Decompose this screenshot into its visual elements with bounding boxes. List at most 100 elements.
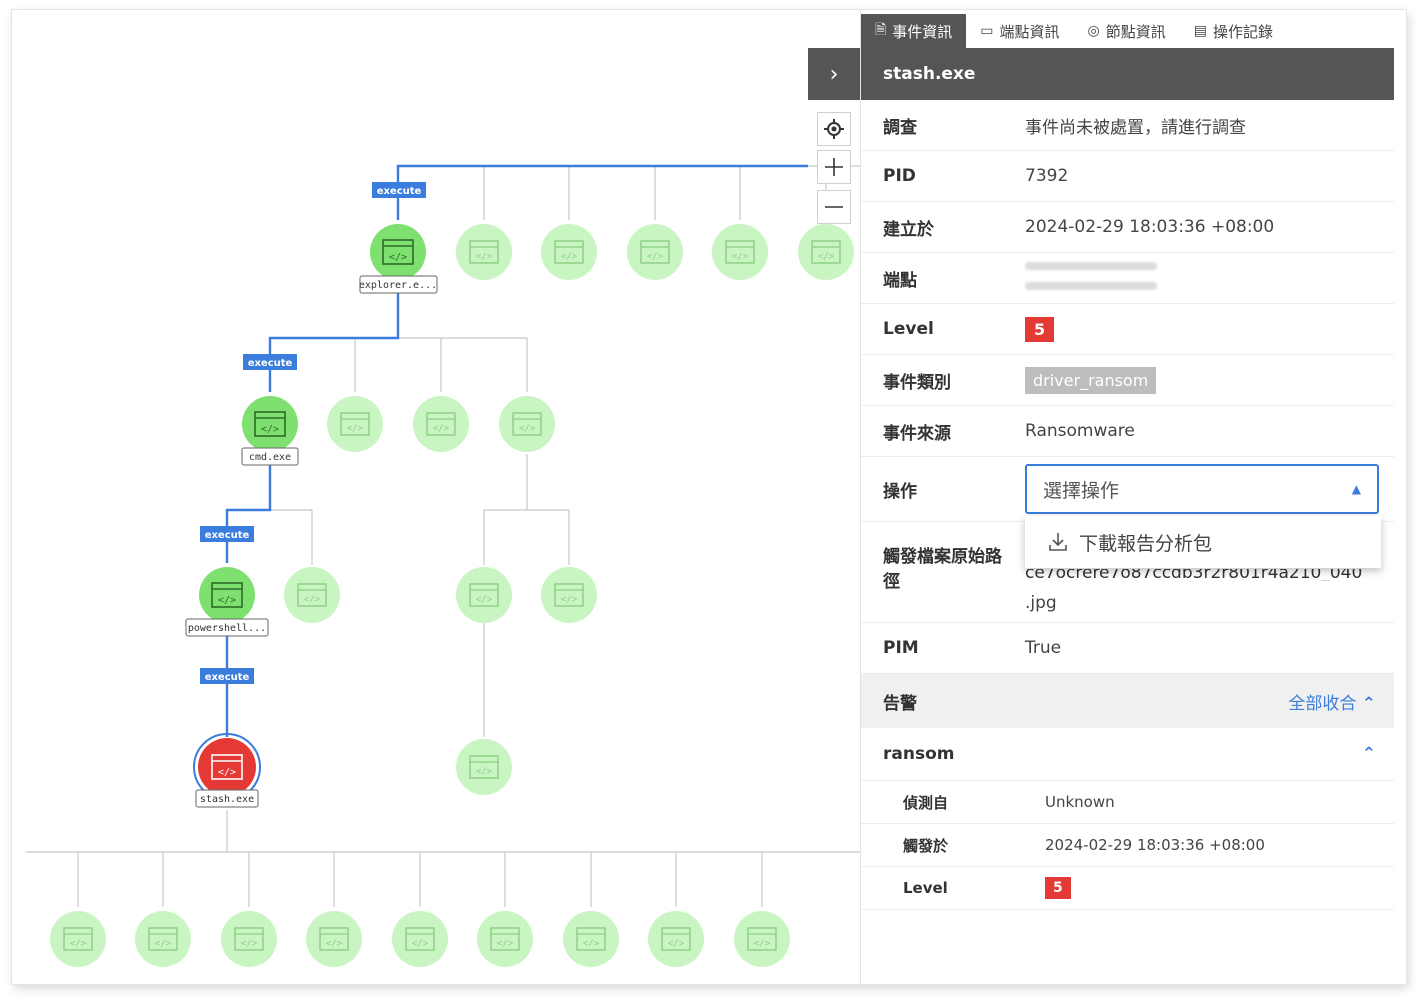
panel-tabs: 🗎 事件資訊 ▭ 端點資訊 ◎ 節點資訊 ▤ 操作記錄 [861, 10, 1394, 48]
process-node[interactable]: </> [477, 911, 533, 967]
tab-event-info[interactable]: 🗎 事件資訊 [861, 14, 967, 48]
process-node[interactable]: </> [734, 911, 790, 967]
field-label: 事件來源 [883, 423, 951, 444]
target-icon: ◎ [1087, 23, 1100, 39]
process-node[interactable]: </> [306, 911, 362, 967]
chevron-up-icon: ⌃ [1361, 693, 1376, 714]
crosshair-icon [824, 119, 844, 139]
redacted-line [1025, 282, 1157, 290]
collapse-panel-button[interactable]: › [808, 48, 860, 100]
process-node[interactable]: </> [712, 224, 768, 280]
alerts-section-header: 告警 全部收合 ⌃ [861, 674, 1394, 728]
process-node[interactable]: </> [648, 911, 704, 967]
triggered-value: 2024-02-29 18:03:36 +08:00 [1045, 836, 1265, 854]
zoom-in-button[interactable] [817, 150, 851, 184]
plus-icon [825, 158, 843, 176]
field-label: 端點 [883, 270, 917, 291]
node-stash[interactable]: </> stash.exe [193, 733, 261, 808]
process-node[interactable]: </> [563, 911, 619, 967]
field-label: 事件類別 [883, 372, 951, 393]
row-source: 事件來源 Ransomware [861, 406, 1394, 457]
process-node[interactable]: </> [327, 396, 383, 452]
app-frame: execute execute execute execute </></></… [12, 10, 1406, 984]
svg-text:execute: execute [205, 672, 250, 683]
code-icon: </> [476, 252, 493, 262]
svg-text:execute: execute [377, 186, 422, 197]
code-icon: </> [70, 939, 87, 949]
process-node[interactable]: </> [456, 739, 512, 795]
code-icon: </> [519, 424, 536, 434]
code-icon: </> [476, 767, 493, 777]
field-label: 調查 [883, 117, 917, 138]
process-node[interactable]: </> [284, 567, 340, 623]
svg-text:execute: execute [205, 530, 250, 541]
investigate-value: 事件尚未被處置，請進行調查 [1025, 117, 1246, 138]
row-endpoint: 端點 [861, 253, 1394, 304]
code-icon: </> [732, 252, 749, 262]
node-label-stash: stash.exe [200, 794, 254, 805]
log-icon: ▤ [1193, 23, 1207, 39]
field-label: PID [883, 166, 916, 186]
alert-item-header[interactable]: ransom ⌃ [861, 728, 1394, 781]
svg-text:</>: </> [218, 767, 236, 778]
field-label: 建立於 [883, 219, 934, 240]
process-node[interactable]: </> [798, 224, 854, 280]
node-powershell[interactable]: </> powershell... [185, 567, 269, 637]
process-node[interactable]: </> [456, 567, 512, 623]
node-explorer[interactable]: </> explorer.e... [359, 224, 438, 294]
code-icon: </> [433, 424, 450, 434]
code-icon: </> [583, 939, 600, 949]
process-node[interactable]: </> [135, 911, 191, 967]
code-icon: </> [326, 939, 343, 949]
action-dropdown-menu[interactable]: 下載報告分析包 [1025, 516, 1381, 568]
edge-tag-cmd: execute [243, 354, 297, 370]
svg-text:</>: </> [389, 252, 407, 263]
tab-label: 節點資訊 [1105, 22, 1166, 41]
process-node[interactable]: </> [499, 396, 555, 452]
row-created: 建立於 2024-02-29 18:03:36 +08:00 [861, 202, 1394, 253]
field-label: 操作 [883, 481, 917, 502]
tab-endpoint-info[interactable]: ▭ 端點資訊 [966, 14, 1073, 48]
action-select-placeholder: 選擇操作 [1043, 479, 1120, 502]
row-file-path: 觸發檔案原始路徑 ce7ocrere7o87ccdb3r2r801r4a210_… [861, 522, 1394, 623]
edge-tag-stash: execute [200, 668, 254, 684]
code-icon: </> [241, 939, 258, 949]
minus-icon [825, 206, 843, 208]
process-node[interactable]: </> [221, 911, 277, 967]
endpoint-value-redacted [1025, 258, 1394, 298]
edge-tag-explorer: execute [372, 182, 426, 198]
code-icon: </> [155, 939, 172, 949]
process-node[interactable]: </> [413, 396, 469, 452]
process-tree-graph[interactable]: execute execute execute execute </></></… [12, 10, 1406, 984]
node-cmd[interactable]: </> cmd.exe [241, 396, 299, 466]
download-icon [1049, 533, 1067, 551]
detected-value: Unknown [1045, 793, 1115, 811]
download-report-option[interactable]: 下載報告分析包 [1079, 532, 1213, 555]
alert-row-triggered: 觸發於 2024-02-29 18:03:36 +08:00 [861, 824, 1394, 867]
code-icon: </> [647, 252, 664, 262]
pim-value: True [1025, 638, 1062, 658]
code-icon: </> [347, 424, 364, 434]
process-node[interactable]: </> [541, 224, 597, 280]
monitor-icon: ▭ [980, 23, 994, 39]
created-value: 2024-02-29 18:03:36 +08:00 [1025, 217, 1275, 237]
process-node[interactable]: </> [627, 224, 683, 280]
tab-action-log[interactable]: ▤ 操作記錄 [1180, 14, 1287, 48]
tab-node-info[interactable]: ◎ 節點資訊 [1074, 14, 1180, 48]
process-node[interactable]: </> [50, 911, 106, 967]
field-label: PIM [883, 638, 919, 658]
collapse-all-link[interactable]: 全部收合 ⌃ [1288, 689, 1376, 714]
action-select[interactable]: 選擇操作 ▲ [1025, 464, 1379, 514]
node-label-powershell: powershell... [188, 623, 266, 634]
code-icon: </> [476, 595, 493, 605]
alert-item-name: ransom [883, 744, 955, 764]
process-node[interactable]: </> [392, 911, 448, 967]
code-icon: </> [754, 939, 771, 949]
caret-up-icon: ▲ [1351, 482, 1361, 496]
locate-button[interactable] [817, 112, 851, 146]
zoom-out-button[interactable] [817, 190, 851, 224]
process-node[interactable]: </> [541, 567, 597, 623]
row-action: 操作 選擇操作 ▲ [861, 457, 1394, 522]
node-label-explorer: explorer.e... [359, 280, 437, 291]
process-node[interactable]: </> [456, 224, 512, 280]
